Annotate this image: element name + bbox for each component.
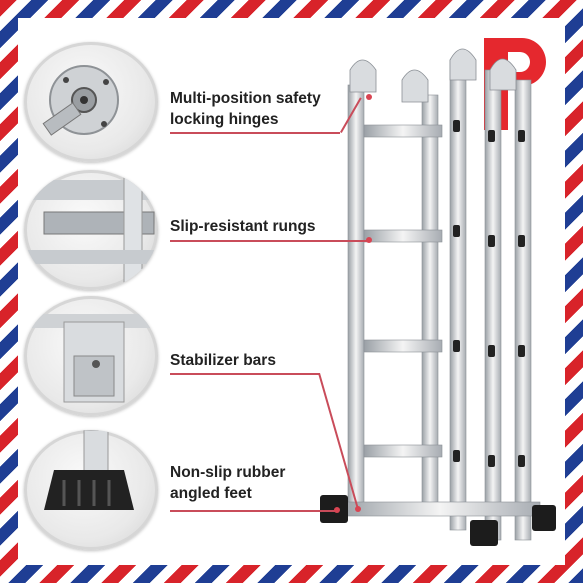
hinges-dot (366, 94, 372, 100)
rungs-label: Slip-resistant rungs (170, 218, 316, 235)
rungs-dot (366, 237, 372, 243)
hinge-icon (42, 65, 119, 136)
stabilizer-dot (355, 506, 361, 512)
stabilizer-label: Stabilizer bars (170, 352, 276, 369)
hinge-callout (24, 42, 158, 162)
rung-icon (24, 170, 158, 290)
ladder-image (320, 48, 556, 546)
stabilizer-icon (24, 314, 158, 403)
feet-callout (24, 430, 158, 550)
rubber-foot-icon (44, 430, 134, 510)
feet-label: Non-slip rubber angled feet (170, 464, 286, 502)
stabilizer-callout (24, 296, 158, 416)
rungs-callout (24, 170, 158, 290)
feet-dot (334, 507, 340, 513)
rungs-pointer (170, 240, 368, 242)
hinges-pointer (170, 132, 340, 134)
hinges-label: Multi-position safety locking hinges (170, 90, 321, 128)
stabilizer-pointer (170, 373, 320, 375)
feet-pointer (170, 510, 336, 512)
